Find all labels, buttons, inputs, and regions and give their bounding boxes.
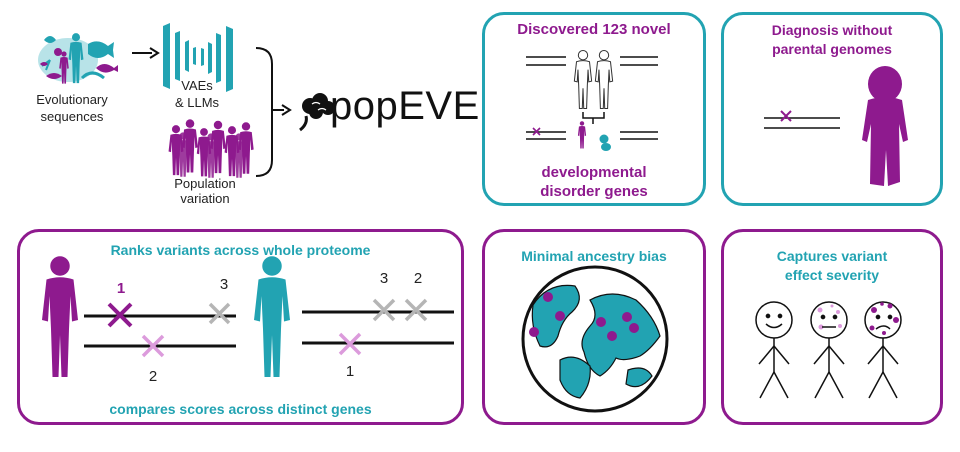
population-crowd-icon bbox=[168, 119, 254, 178]
popeve-logo-text: popEVE bbox=[330, 84, 480, 128]
toddler-icon bbox=[862, 66, 908, 186]
population-label-line2: variation bbox=[180, 191, 230, 206]
models-label-line1: VAEs bbox=[181, 78, 213, 93]
discovered-subtitle-line1: developmental bbox=[541, 164, 647, 181]
diagnosis-title-line2: parental genomes bbox=[772, 41, 892, 57]
evolutionary-label-line1: Evolutionary bbox=[36, 92, 108, 107]
panel-discovered-genes bbox=[482, 12, 706, 206]
diagnosis-title-line1: Diagnosis without bbox=[771, 22, 893, 38]
variant-mark-left-3 bbox=[208, 302, 231, 325]
panel-ancestry-bias bbox=[482, 229, 706, 425]
rank-label-left-1: 1 bbox=[116, 280, 126, 297]
ranks-bottom-caption: compares scores across distinct genes bbox=[109, 401, 372, 417]
panel-ranks-variants bbox=[17, 229, 464, 425]
discovered-subtitle-line2: disorder genes bbox=[540, 183, 648, 200]
variant-mark-right-3 bbox=[372, 298, 396, 322]
teal-person-icon bbox=[254, 256, 290, 377]
severity-illustration bbox=[755, 301, 902, 399]
rank-label-right-2: 2 bbox=[413, 270, 423, 287]
population-label-line1: Population bbox=[174, 176, 236, 191]
neural-network-icon bbox=[163, 23, 233, 92]
evolutionary-label: Evolutionary sequences bbox=[22, 91, 122, 125]
family-genome-illustration bbox=[526, 50, 658, 151]
rank-label-right-1: 1 bbox=[345, 363, 355, 380]
variant-mark-left-1 bbox=[107, 302, 133, 328]
happy-stick-figure bbox=[755, 301, 793, 399]
discovered-title: Discovered 123 novel bbox=[517, 21, 671, 38]
arrow-to-models bbox=[132, 47, 160, 59]
panel-diagnosis bbox=[721, 12, 943, 206]
severity-title: Captures variant effect severity bbox=[721, 247, 943, 285]
severity-title-line1: Captures variant bbox=[776, 248, 888, 264]
severity-title-line2: effect severity bbox=[784, 267, 880, 283]
species-collage-icon bbox=[38, 33, 118, 84]
globe-icon bbox=[521, 265, 669, 413]
purple-person-icon bbox=[42, 256, 78, 377]
rank-label-left-3: 3 bbox=[219, 276, 229, 293]
population-label: Population variation bbox=[160, 176, 250, 206]
ranks-illustration bbox=[42, 256, 454, 377]
baby-icon bbox=[599, 134, 611, 151]
discovered-subtitle: developmental disorder genes bbox=[482, 163, 706, 201]
models-label: VAEs & LLMs bbox=[157, 77, 237, 111]
diagnosis-illustration bbox=[764, 66, 908, 186]
rank-label-left-2: 2 bbox=[148, 368, 158, 385]
models-label-line2: & LLMs bbox=[174, 95, 220, 110]
variant-mark-right-1 bbox=[338, 332, 362, 356]
variant-mark-right-2 bbox=[404, 298, 428, 322]
bracket-connector bbox=[255, 47, 292, 177]
panel-effect-severity bbox=[721, 229, 943, 425]
ranks-title: Ranks variants across whole proteome bbox=[110, 242, 371, 258]
ancestry-title: Minimal ancestry bias bbox=[521, 248, 667, 264]
sad-stick-figure bbox=[864, 301, 902, 399]
brain-logo-icon bbox=[299, 93, 335, 132]
diagnosis-title: Diagnosis without parental genomes bbox=[721, 21, 943, 59]
variant-mark-left-2 bbox=[141, 334, 165, 358]
neutral-stick-figure bbox=[810, 301, 848, 399]
evolutionary-label-line2: sequences bbox=[40, 109, 104, 124]
rank-label-right-3: 3 bbox=[379, 270, 389, 287]
